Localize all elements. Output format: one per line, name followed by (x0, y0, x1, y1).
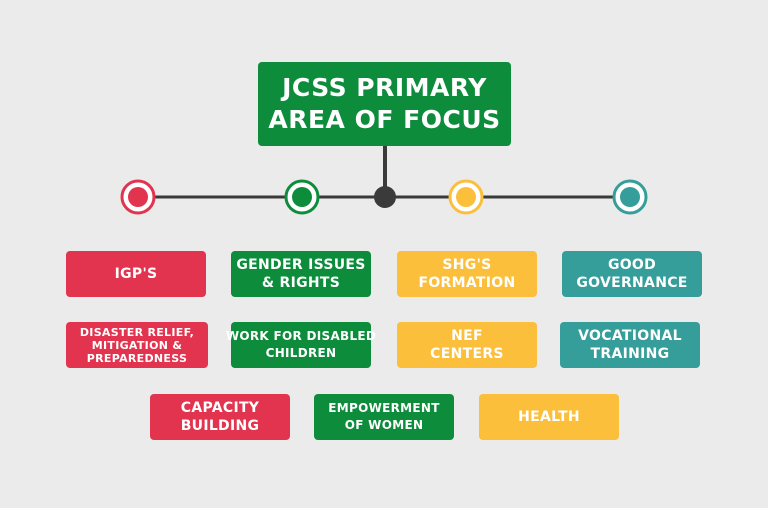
focus-label: CAPACITY (180, 400, 260, 416)
focus-label: EMPOWERMENT (328, 401, 440, 415)
red-node (120, 179, 156, 215)
focus-label: HEALTH (518, 409, 580, 425)
focus-box-good-governance: GOOD GOVERNANCE (562, 251, 702, 297)
focus-box-disabled-children: WORK FOR DISABLED CHILDREN (226, 322, 376, 368)
focus-box-nef-centers: NEF CENTERS (397, 322, 537, 368)
focus-box-igps: IGP'S (66, 251, 206, 297)
focus-label: GENDER ISSUES (236, 257, 366, 273)
focus-label: GOOD (607, 257, 657, 273)
focus-box-gender-issues: GENDER ISSUES & RIGHTS (231, 251, 371, 297)
focus-box-health: HEALTH (479, 394, 619, 440)
focus-box-capacity-building: CAPACITY BUILDING (150, 394, 290, 440)
focus-label: GOVERNANCE (576, 275, 688, 291)
focus-label: IGP'S (114, 266, 158, 282)
focus-label: WORK FOR DISABLED (225, 329, 377, 343)
title-line-2: AREA OF FOCUS (268, 105, 501, 134)
focus-label: PREPAREDNESS (86, 351, 188, 365)
center-node (374, 186, 396, 208)
focus-label: VOCATIONAL (578, 328, 682, 344)
focus-label: CENTERS (430, 346, 504, 362)
focus-label: CHILDREN (265, 346, 337, 360)
yellow-node (448, 179, 484, 215)
green-node (284, 179, 320, 215)
focus-label: OF WOMEN (344, 418, 424, 432)
focus-box-shg-formation: SHG'S FORMATION (397, 251, 537, 297)
focus-label: FORMATION (418, 275, 516, 291)
focus-label: & RIGHTS (261, 275, 341, 291)
focus-box-disaster-relief: DISASTER RELIEF, MITIGATION & PREPAREDNE… (66, 322, 208, 368)
title-box: JCSS PRIMARY AREA OF FOCUS (258, 62, 511, 146)
title-line-1: JCSS PRIMARY (282, 73, 487, 102)
focus-label: SHG'S (442, 257, 492, 273)
focus-label: DISASTER RELIEF, (79, 325, 195, 339)
teal-node (612, 179, 648, 215)
focus-label: NEF (451, 328, 483, 344)
focus-box-vocational-training: VOCATIONAL TRAINING (560, 322, 700, 368)
focus-label: MITIGATION & (91, 338, 183, 352)
focus-label: TRAINING (590, 346, 670, 362)
focus-label: BUILDING (180, 418, 260, 434)
focus-box-empowerment-of-women: EMPOWERMENT OF WOMEN (314, 394, 454, 440)
